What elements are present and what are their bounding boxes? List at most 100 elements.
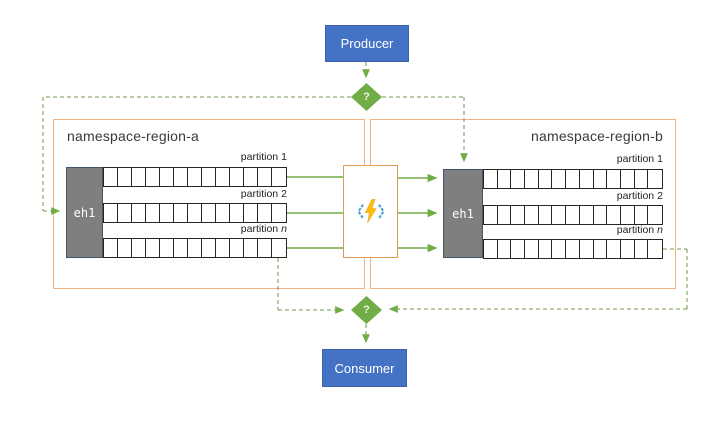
partition-row	[483, 205, 663, 225]
consumer-label: Consumer	[334, 360, 395, 376]
replication-function-box	[343, 165, 398, 258]
top-router-label: ?	[363, 91, 370, 103]
partition-cell	[216, 204, 230, 222]
partition-cell	[566, 240, 580, 258]
partition-cell	[607, 240, 621, 258]
partition-cell	[216, 239, 230, 257]
partition-cell	[621, 170, 635, 188]
partition-cell	[160, 204, 174, 222]
partition-row	[103, 238, 287, 258]
partition-cell	[552, 170, 567, 188]
partition-cell	[525, 170, 539, 188]
partition-cell	[244, 204, 258, 222]
partition-cell	[621, 206, 635, 224]
producer-label: Producer	[340, 36, 394, 51]
partition-cell	[607, 206, 621, 224]
partition-cell	[244, 239, 258, 257]
partition-cell	[132, 239, 146, 257]
partition-cell	[174, 168, 188, 186]
event-hub-a: eh1	[66, 167, 103, 258]
partition-cell	[132, 204, 146, 222]
partition-cell	[146, 204, 160, 222]
partition-cell	[230, 204, 244, 222]
partition-cell	[635, 206, 649, 224]
partition-label-index: 1	[657, 153, 663, 165]
partition-cell	[160, 239, 174, 257]
partition-cell	[202, 239, 216, 257]
partition-cell	[118, 168, 132, 186]
partition-cell	[539, 240, 553, 258]
partition-cell	[258, 204, 272, 222]
partition-row	[103, 167, 287, 187]
partition-cell	[511, 170, 526, 188]
partition-cell	[104, 239, 118, 257]
partition-cell	[621, 240, 635, 258]
partition-cell	[188, 239, 202, 257]
partition-cell	[594, 240, 608, 258]
partition-row	[483, 169, 663, 189]
partition-cell	[272, 168, 286, 186]
partition-cell	[511, 240, 526, 258]
partition-cell	[635, 240, 649, 258]
partition-cell	[580, 240, 594, 258]
partition-label-text: partition	[240, 151, 279, 163]
partition-label-index: n	[281, 223, 287, 235]
partition-cell	[258, 239, 272, 257]
partition-cell	[552, 240, 567, 258]
partition-cell	[525, 240, 539, 258]
partition-cell	[230, 168, 244, 186]
partition-label-index: 1	[281, 151, 287, 163]
partition-cell	[272, 239, 286, 257]
partition-cell	[230, 239, 244, 257]
producer-box: Producer	[325, 25, 409, 62]
event-hub-a-label: eh1	[73, 205, 96, 220]
azure-functions-icon	[356, 199, 385, 224]
partition-cell	[484, 240, 498, 258]
partition-label-text: partition	[240, 188, 279, 200]
event-hub-b: eh1	[443, 169, 483, 258]
partition-cell	[118, 239, 132, 257]
partition-label-index: 2	[281, 188, 287, 200]
partition-cell	[566, 206, 580, 224]
partition-cell	[607, 170, 621, 188]
partition-cell	[104, 168, 118, 186]
partition-cell	[484, 170, 498, 188]
partition-cell	[118, 204, 132, 222]
partition-cell	[104, 204, 118, 222]
partition-cell	[648, 206, 662, 224]
partition-cell	[174, 204, 188, 222]
partition-cell	[498, 170, 512, 188]
partition-row	[483, 239, 663, 259]
partition-label-index: 2	[657, 190, 663, 202]
partition-label-index: n	[657, 224, 663, 236]
partition-cell	[648, 170, 662, 188]
partition-cell	[484, 206, 498, 224]
partition-row	[103, 203, 287, 223]
partition-cell	[566, 170, 580, 188]
partition-cell	[539, 206, 553, 224]
partition-cell	[244, 168, 258, 186]
partition-cell	[552, 206, 567, 224]
partition-cell	[594, 206, 608, 224]
partition-cell	[580, 170, 594, 188]
partition-cell	[202, 168, 216, 186]
partition-cell	[498, 206, 512, 224]
bottom-router-label: ?	[363, 304, 370, 316]
partition-cell	[132, 168, 146, 186]
partition-cell	[216, 168, 230, 186]
partition-cell	[498, 240, 512, 258]
partition-cell	[648, 240, 662, 258]
partition-label-text: partition	[616, 190, 655, 202]
partition-label-text: partition	[616, 224, 655, 236]
partition-cell	[511, 206, 526, 224]
consumer-box: Consumer	[322, 349, 407, 387]
partition-cell	[146, 168, 160, 186]
partition-cell	[272, 204, 286, 222]
